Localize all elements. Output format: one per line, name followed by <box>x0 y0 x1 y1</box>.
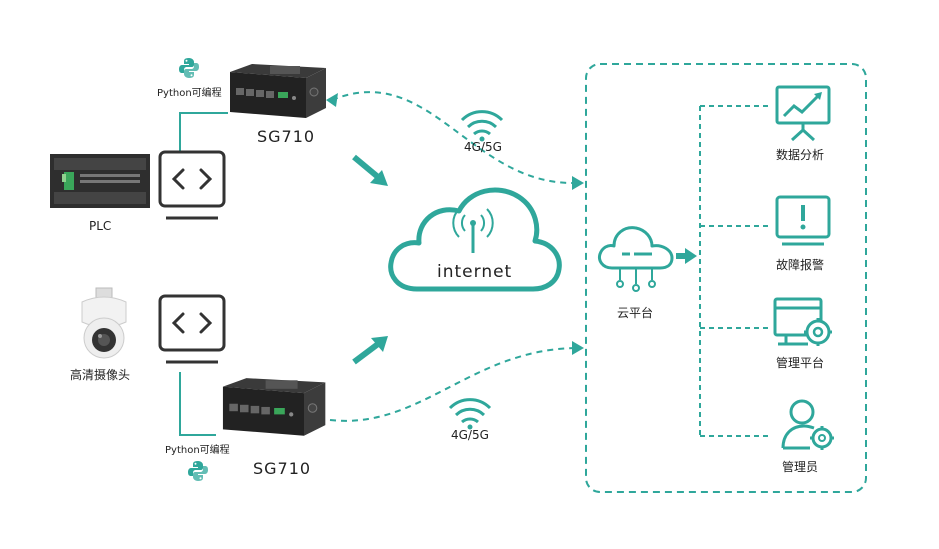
arrow-to-internet-top <box>352 154 388 186</box>
code-terminal-icon <box>158 294 226 364</box>
wifi-icon <box>448 398 492 430</box>
cloud-platform-box <box>585 63 867 493</box>
arrow-platform-to-apps <box>676 248 697 264</box>
wireless-link-top <box>331 91 576 185</box>
network-label-bottom: 4G/5G <box>451 428 489 442</box>
sg710-gateway-top <box>230 64 326 118</box>
wireless-link-bottom <box>329 347 576 422</box>
python-label-bottom: Python可编程 <box>165 445 230 456</box>
sg710-gateway-bottom <box>222 378 326 436</box>
cable-bottom <box>179 372 216 436</box>
gateway-label-top: SG710 <box>257 127 316 146</box>
arrow-to-internet-bottom <box>352 336 388 365</box>
arrowhead-bottom-right <box>572 341 584 355</box>
alert-monitor-icon <box>775 195 831 246</box>
app-label-management-platform: 管理平台 <box>776 356 825 370</box>
app-label-administrator: 管理员 <box>782 460 819 474</box>
python-label-top: Python可编程 <box>157 88 222 99</box>
cable-top <box>179 112 228 152</box>
plc-device-image <box>50 154 150 208</box>
monitor-gear-icon <box>773 297 832 346</box>
python-icon <box>188 461 208 481</box>
cloud-platform-icon <box>598 226 674 292</box>
app-label-fault-alarm: 故障报警 <box>776 258 825 272</box>
platform-tree <box>699 105 772 437</box>
chart-board-icon <box>775 85 831 142</box>
internet-label: internet <box>437 262 513 282</box>
gateway-label-bottom: SG710 <box>253 459 312 478</box>
network-label-top: 4G/5G <box>464 140 502 154</box>
internet-cloud-icon <box>388 187 562 292</box>
app-label-data-analysis: 数据分析 <box>776 148 825 162</box>
user-gear-icon <box>781 399 834 450</box>
python-icon <box>179 58 199 78</box>
arrowhead-top-left <box>326 93 338 107</box>
plc-label: PLC <box>89 219 112 233</box>
camera-label: 高清摄像头 <box>70 368 131 382</box>
wifi-icon <box>460 110 504 142</box>
code-terminal-icon <box>158 150 226 220</box>
antenna-icon <box>452 208 494 253</box>
hd-camera-image <box>81 287 127 359</box>
cloud-platform-label: 云平台 <box>617 306 654 320</box>
arrowhead-top-right <box>572 176 584 190</box>
